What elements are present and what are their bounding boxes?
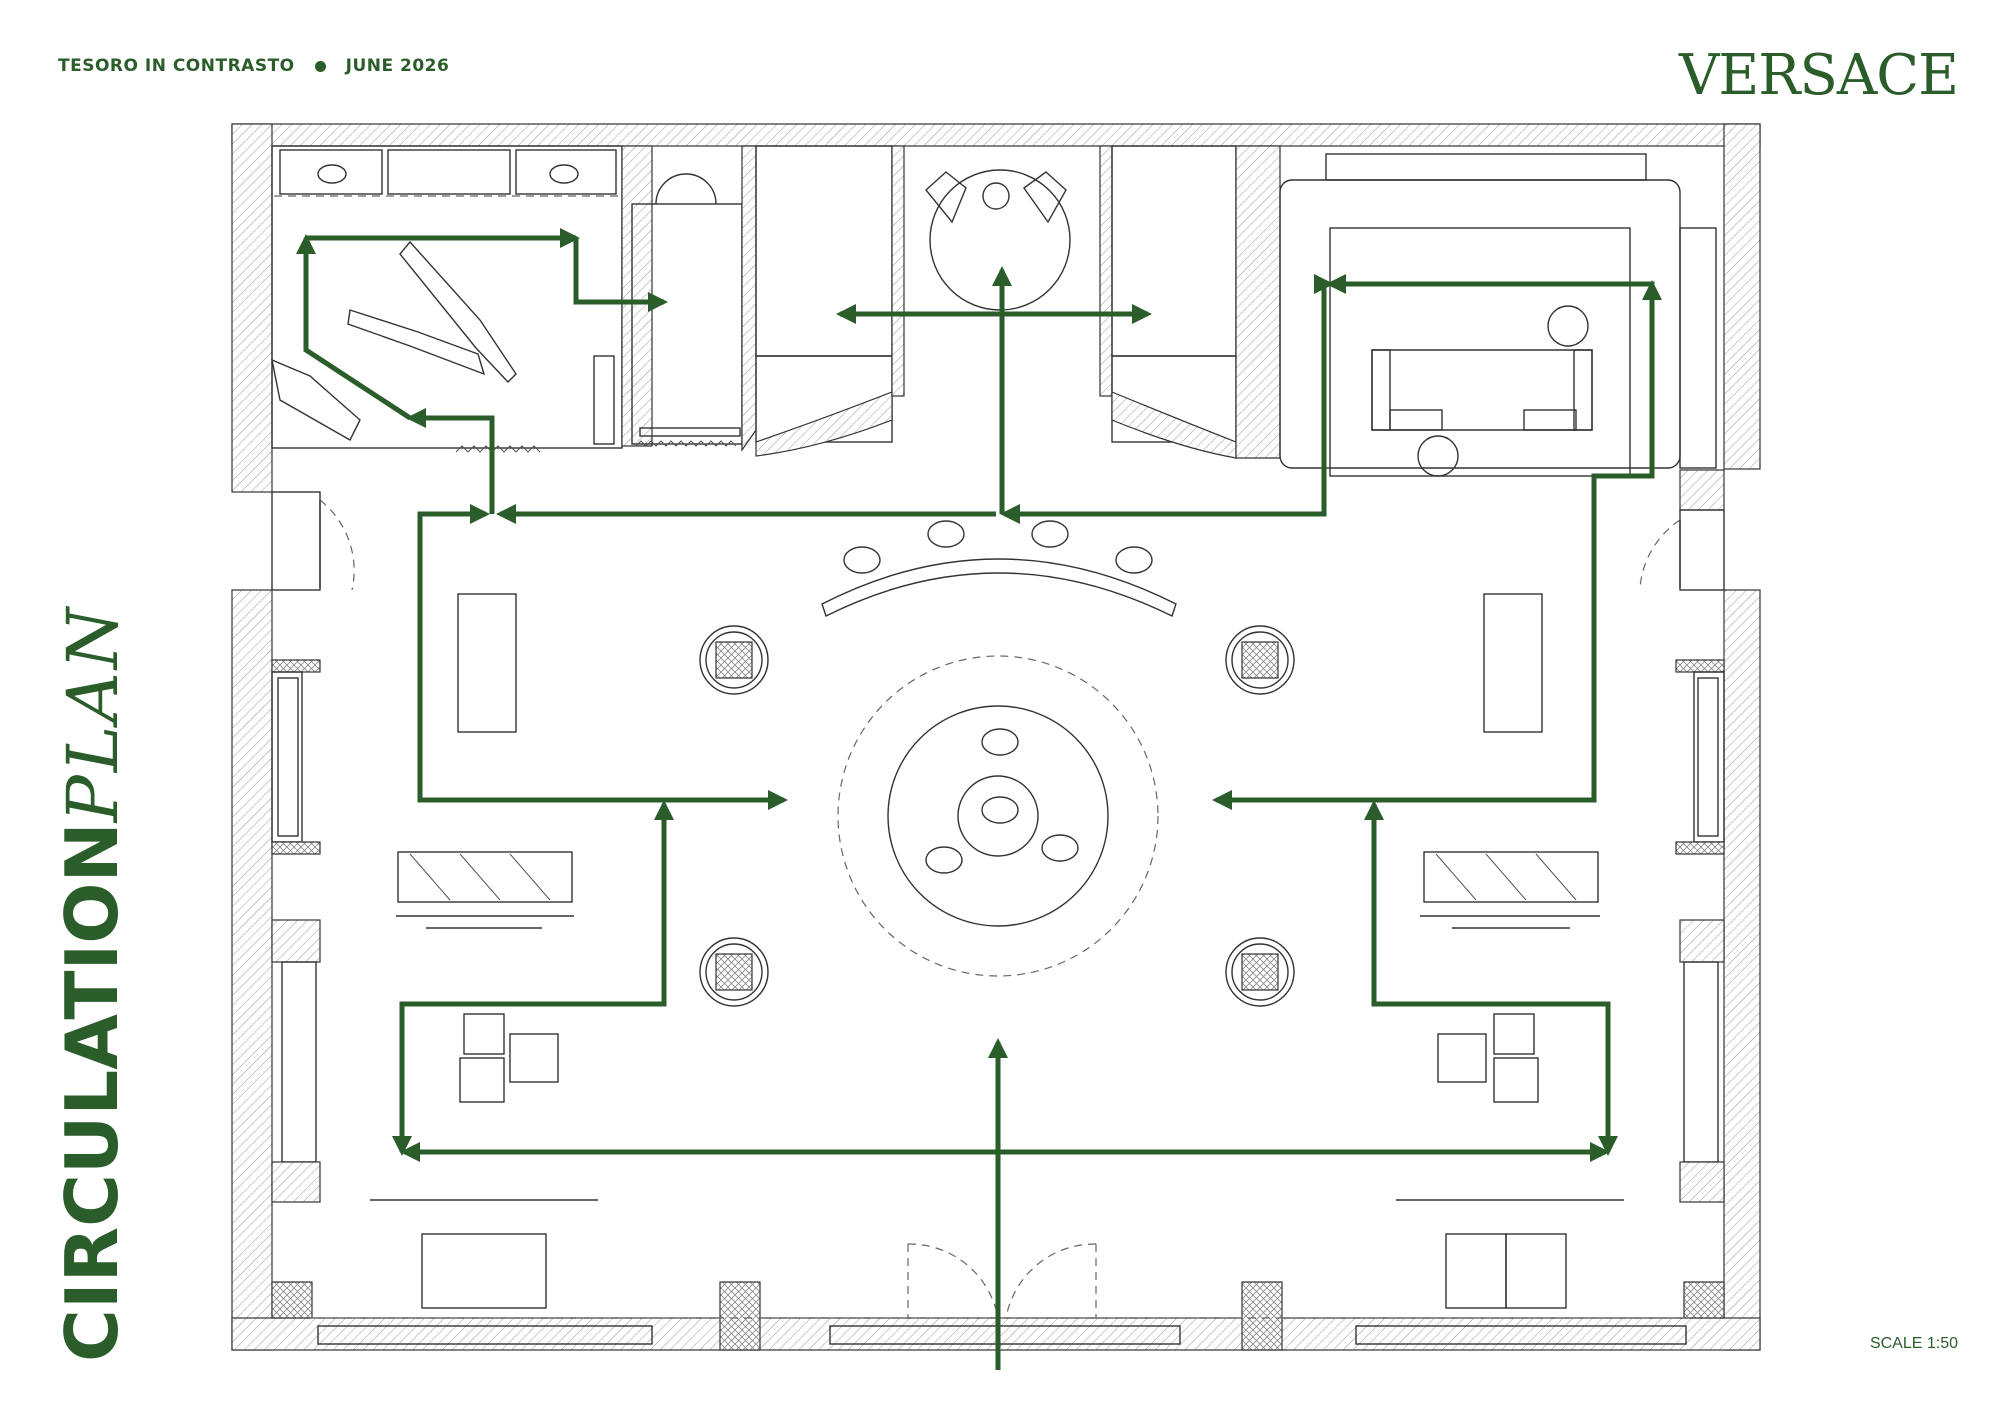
central-round-display xyxy=(837,655,1159,977)
flow-mid-left xyxy=(417,504,788,810)
flow-mid-right xyxy=(1212,473,1640,810)
scale-label: SCALE 1:50 xyxy=(1869,1335,1958,1352)
circulation-flow xyxy=(296,228,1662,1370)
flow-lower-left xyxy=(392,800,674,1156)
left-facade-openings xyxy=(271,491,355,1203)
collection-date: JUNE 2026 xyxy=(345,56,450,76)
right-facade-openings xyxy=(1639,469,1725,1203)
flow-lower-right xyxy=(1364,800,1618,1156)
brand-logo: VERSACE xyxy=(1678,43,1959,108)
collection-name: TESORO IN CONTRASTO xyxy=(58,56,295,76)
columns xyxy=(699,625,1295,1007)
header: TESORO IN CONTRASTO JUNE 2026 xyxy=(58,56,449,76)
back-rooms xyxy=(271,145,1717,477)
separator-dot-icon xyxy=(314,60,326,72)
flow-fitting-room xyxy=(406,408,495,514)
flow-vip-room xyxy=(1326,274,1655,479)
flow-top-corridor-right xyxy=(1000,274,1334,524)
